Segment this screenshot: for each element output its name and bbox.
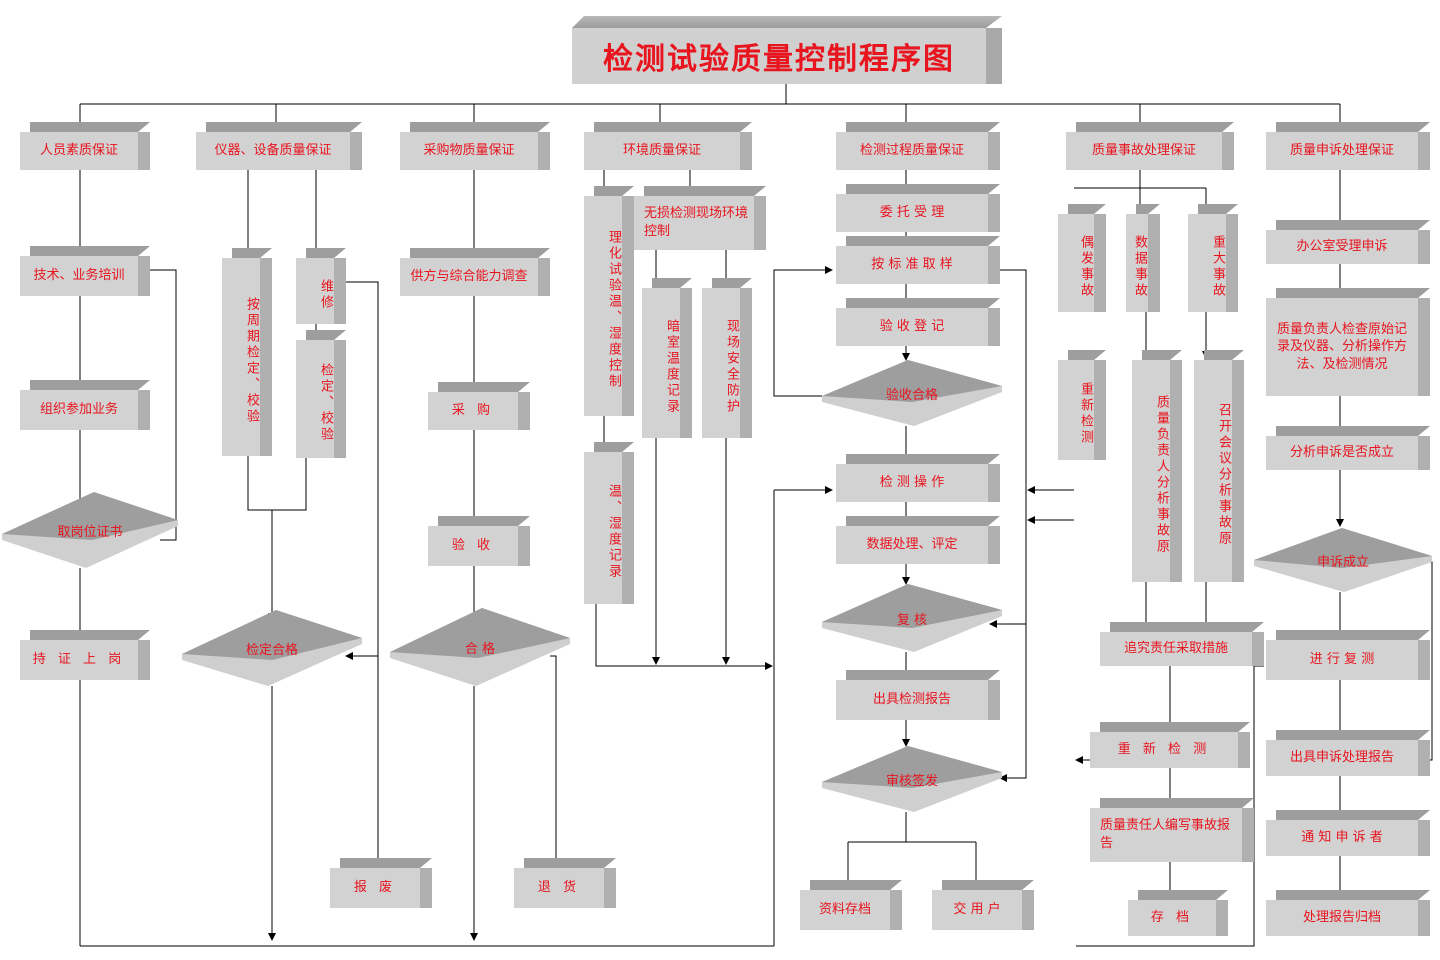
node-process-quality: 检测过程质量保证 (836, 132, 1000, 170)
node-office-accept: 办公室受理申诉 (1266, 230, 1430, 264)
node-ndt-env-control: 无损检测现场环境控制 (634, 196, 766, 250)
node-retest-again: 进 行 复 测 (1266, 640, 1430, 680)
node-deliver-user: 交 用 户 (932, 890, 1034, 930)
page-title: 检测试验质量控制程序图 (572, 28, 1002, 84)
node-acceptance-check: 验 收 (428, 526, 530, 566)
node-temp-humidity-record: 温、湿度记录 (584, 452, 634, 604)
node-pursue-responsibility: 追究责任采取措施 (1100, 632, 1264, 666)
node-accident-handling: 质量事故处理保证 (1066, 132, 1234, 170)
node-complaint-handling: 质量申诉处理保证 (1266, 132, 1430, 170)
node-data-processing: 数据处理、评定 (836, 526, 1000, 564)
decision-complaint-valid-label: 申诉成立 (1316, 554, 1369, 570)
node-test-operation: 检 测 操 作 (836, 464, 1000, 502)
node-notify-complainant: 通 知 申 诉 者 (1266, 820, 1430, 856)
node-repair: 维修 (296, 258, 346, 324)
node-lab-temp-control: 理化试验温、湿度控制 (584, 196, 634, 416)
node-meeting-analysis: 召开会议分析事故原 (1194, 360, 1244, 582)
node-supplier-survey: 供方与综合能力调查 (400, 258, 550, 296)
decision-calibration-pass-label: 检定合格 (245, 642, 298, 658)
node-archive-data: 资料存档 (800, 890, 902, 930)
node-on-duty: 持 证 上 岗 (20, 640, 150, 680)
node-scrap: 报 废 (330, 868, 432, 908)
node-return-goods: 退 货 (514, 868, 616, 908)
node-responsible-analysis: 质量负责人分析事故原 (1132, 360, 1182, 582)
node-analyze-complaint: 分析申诉是否成立 (1266, 436, 1430, 470)
decision-review-label: 复 核 (896, 612, 928, 628)
node-accident-report: 质量责任人编写事故报告 (1090, 808, 1254, 862)
node-darkroom-record: 暗室温度记录 (642, 288, 692, 438)
node-commission: 委 托 受 理 (836, 194, 1000, 232)
node-periodic-calibration: 按周期检定、校验 (222, 258, 272, 456)
decision-qualified: 合 格 (390, 608, 570, 686)
decision-qualified-label: 合 格 (464, 641, 496, 657)
node-personnel-quality: 人员素质保证 (20, 132, 150, 170)
decision-complaint-valid: 申诉成立 (1254, 528, 1432, 592)
node-verify-calibrate: 检定、校验 (296, 340, 346, 458)
node-purchase: 采 购 (428, 392, 530, 430)
decision-obtain-certificate-label: 取岗位证书 (57, 524, 123, 540)
node-sampling: 按 标 准 取 样 (836, 246, 1000, 284)
decision-review: 复 核 (822, 584, 1002, 652)
decision-receipt-qualified-label: 验收合格 (885, 387, 938, 403)
node-issue-report: 出具检测报告 (836, 680, 1000, 720)
node-report-archive: 处理报告归档 (1266, 900, 1430, 936)
node-archive: 存 档 (1128, 900, 1228, 936)
node-site-safety: 现场安全防护 (702, 288, 752, 438)
decision-calibration-pass: 检定合格 (182, 610, 362, 686)
node-purchase-quality: 采购物质量保证 (400, 132, 550, 170)
decision-approve-sign: 审核签发 (822, 746, 1002, 812)
decision-receipt-qualified: 验收合格 (822, 360, 1002, 426)
node-instrument-quality: 仪器、设备质量保证 (196, 132, 362, 170)
node-retest-vertical: 重新检测 (1058, 360, 1106, 460)
node-complaint-report: 出具申诉处理报告 (1266, 740, 1430, 776)
node-data-accident: 数据事故 (1126, 214, 1160, 312)
decision-approve-sign-label: 审核签发 (885, 773, 938, 789)
node-major-accident: 重大事故 (1188, 214, 1238, 312)
node-organize-business: 组织参加业务 (20, 390, 150, 430)
decision-obtain-certificate: 取岗位证书 (2, 492, 178, 568)
node-training: 技术、业务培训 (20, 256, 150, 296)
node-occasional-accident: 偶发事故 (1058, 214, 1106, 312)
node-inspect-records: 质量负责人检查原始记录及仪器、分析操作方法、及检测情况 (1266, 298, 1430, 396)
node-registration: 验 收 登 记 (836, 308, 1000, 346)
node-retest: 重 新 检 测 (1090, 732, 1250, 768)
node-environment-quality: 环境质量保证 (584, 132, 752, 170)
